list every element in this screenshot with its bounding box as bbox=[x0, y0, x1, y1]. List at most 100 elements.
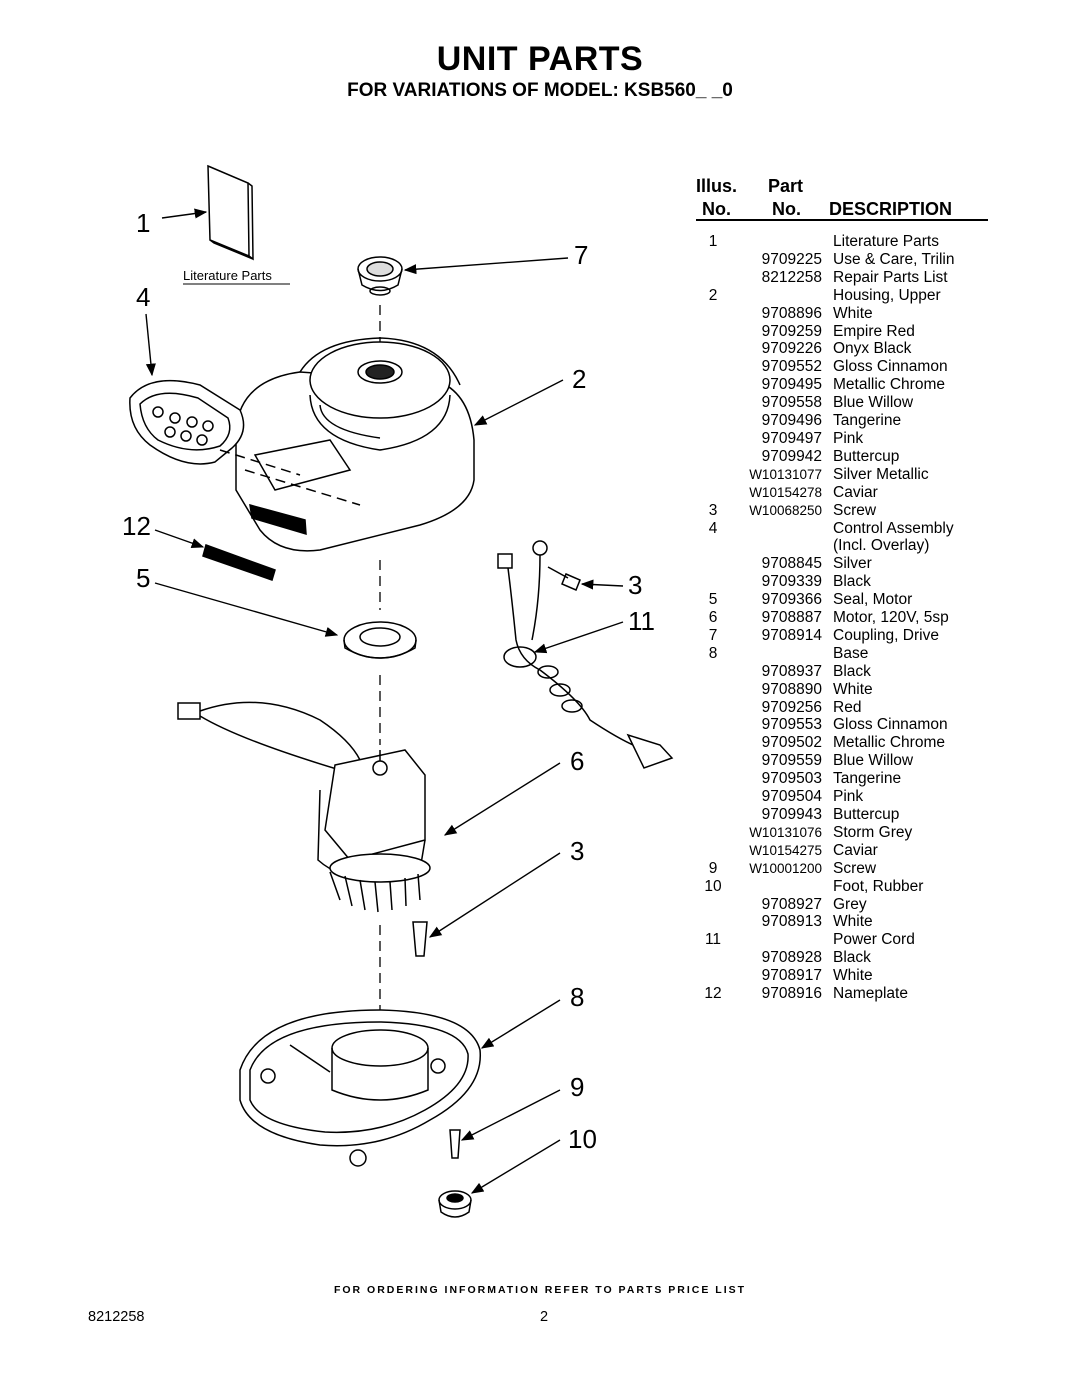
part-description: Black bbox=[833, 662, 871, 680]
part-number: W10154278 bbox=[749, 484, 822, 500]
table-row: 9709942 Buttercup bbox=[700, 448, 990, 466]
part-description: Black bbox=[833, 949, 871, 967]
illus-number: 12 bbox=[704, 985, 722, 1003]
screw-lower bbox=[412, 921, 428, 957]
part-description: White bbox=[833, 304, 873, 322]
part-description: Nameplate bbox=[833, 985, 908, 1003]
table-row: (Incl. Overlay) bbox=[700, 537, 990, 555]
part-number: 9709497 bbox=[761, 429, 822, 447]
part-description: White bbox=[833, 680, 873, 698]
illus-number: 11 bbox=[704, 931, 722, 949]
ordering-note: FOR ORDERING INFORMATION REFER TO PARTS … bbox=[333, 1284, 747, 1296]
part-description: Buttercup bbox=[833, 806, 900, 823]
callout-4: 4 bbox=[136, 282, 150, 312]
table-row: 9708937 Black bbox=[700, 663, 990, 681]
part-description: Literature Parts bbox=[833, 233, 939, 250]
table-row: 9708896 White bbox=[700, 305, 990, 323]
callout-5: 5 bbox=[136, 563, 150, 593]
table-row: 1 Literature Parts bbox=[700, 233, 990, 251]
callout-8: 8 bbox=[570, 982, 584, 1012]
part-description: Housing, Upper bbox=[833, 286, 941, 304]
part-description: Repair Parts List bbox=[833, 268, 948, 286]
control-assembly bbox=[129, 379, 361, 506]
part-number: 9709558 bbox=[761, 394, 822, 412]
part-number: W10001200 bbox=[749, 860, 822, 876]
part-description: Screw bbox=[833, 501, 877, 519]
part-description: Buttercup bbox=[833, 447, 900, 465]
rubber-foot bbox=[438, 1190, 472, 1218]
part-description: Power Cord bbox=[833, 931, 915, 949]
part-number: 9709504 bbox=[761, 788, 822, 806]
part-number: 9709943 bbox=[761, 806, 822, 823]
part-number: 9709259 bbox=[761, 322, 822, 340]
motor bbox=[177, 701, 431, 913]
part-number: 9709496 bbox=[761, 412, 822, 430]
page-title: UNIT PARTS bbox=[436, 40, 644, 78]
part-description: Pink bbox=[833, 788, 864, 806]
header-part: Part bbox=[768, 176, 804, 196]
part-description: Grey bbox=[833, 895, 867, 913]
upper-housing bbox=[235, 337, 475, 552]
part-description: Use & Care, Trilin bbox=[833, 250, 955, 268]
part-description: Gloss Cinnamon bbox=[833, 716, 948, 734]
header-rule bbox=[696, 219, 988, 221]
table-row: 9708917 White bbox=[700, 967, 990, 985]
page-number: 2 bbox=[540, 1309, 549, 1325]
callout-2: 2 bbox=[572, 364, 586, 394]
part-number: 9708927 bbox=[761, 895, 822, 913]
part-number: 9709942 bbox=[761, 447, 822, 465]
screw-upper bbox=[547, 566, 581, 591]
page-subtitle: FOR VARIATIONS OF MODEL: KSB560_ _0 bbox=[347, 80, 733, 101]
part-number: W10131076 bbox=[749, 824, 822, 840]
table-row: 9708927 Grey bbox=[700, 896, 990, 914]
table-row: 11 Power Cord bbox=[700, 931, 990, 949]
callout-9: 9 bbox=[570, 1072, 584, 1102]
illus-number: 2 bbox=[708, 286, 718, 304]
part-number: 9708928 bbox=[761, 949, 822, 967]
part-number: 9709559 bbox=[761, 752, 822, 770]
part-description: Foot, Rubber bbox=[833, 877, 924, 895]
part-description: Storm Grey bbox=[833, 823, 913, 841]
part-description: Screw bbox=[833, 859, 877, 877]
part-description: White bbox=[833, 967, 873, 985]
illus-number: 1 bbox=[708, 233, 718, 250]
part-description: Tangerine bbox=[833, 412, 902, 430]
part-number: W10131077 bbox=[749, 466, 822, 482]
part-number: 9708916 bbox=[761, 985, 822, 1003]
part-number: 9708937 bbox=[761, 662, 822, 680]
part-number: 9709226 bbox=[761, 340, 822, 358]
part-description: Silver bbox=[833, 555, 872, 573]
part-number: 9709495 bbox=[761, 376, 822, 394]
header-illus: Illus. bbox=[696, 176, 738, 196]
callout-10: 10 bbox=[568, 1124, 597, 1154]
part-description: Motor, 120V, 5sp bbox=[833, 609, 949, 627]
header-description: DESCRIPTION bbox=[829, 199, 953, 219]
part-number: 8212258 bbox=[761, 268, 822, 286]
illus-number: 5 bbox=[708, 591, 718, 609]
part-description: Black bbox=[833, 573, 871, 591]
part-number: 9708913 bbox=[761, 913, 822, 931]
part-number: 9708914 bbox=[761, 626, 822, 644]
header-illus-no: No. bbox=[702, 199, 731, 219]
motor-seal bbox=[343, 621, 417, 659]
part-description: (Incl. Overlay) bbox=[833, 537, 930, 555]
part-number: 9708896 bbox=[761, 304, 822, 322]
part-number: 9708917 bbox=[761, 967, 822, 985]
power-cord bbox=[497, 540, 674, 769]
